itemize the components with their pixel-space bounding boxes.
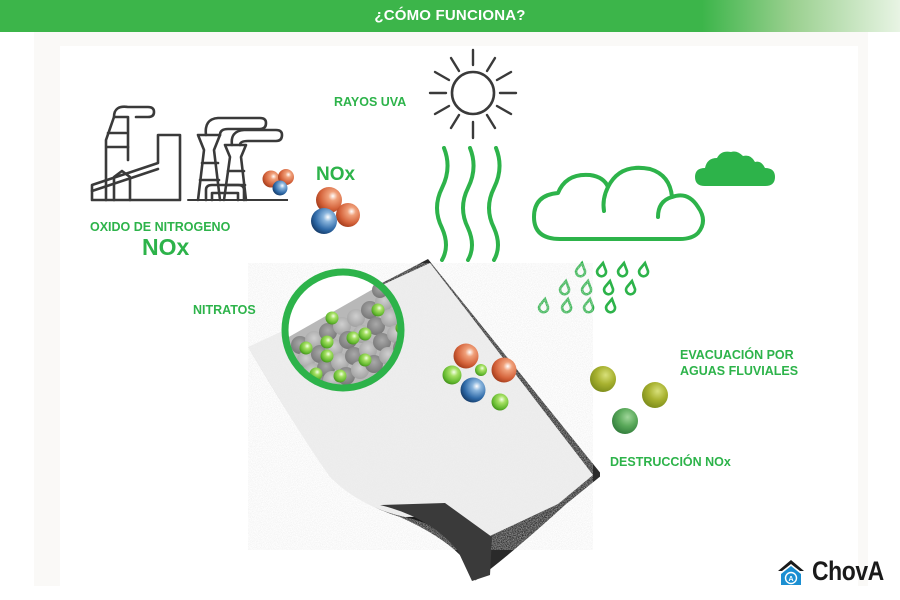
nitrogen-oxide-formula: NOx <box>142 234 190 260</box>
rain-cloud-icon <box>532 165 705 314</box>
nitrates-label: NITRATOS <box>193 303 256 317</box>
sun-icon <box>428 48 518 140</box>
nox-destruction-label: DESTRUCCIÓN NOx <box>610 455 731 469</box>
uv-rays-label: RAYOS UVA <box>334 95 407 109</box>
brand-name: ChovA <box>812 556 884 586</box>
raindrops <box>537 260 650 314</box>
svg-text:A: A <box>788 576 793 583</box>
reaction-molecules <box>442 343 517 411</box>
page-title: ¿CÓMO FUNCIONA? <box>374 7 526 24</box>
uv-waves-icon <box>435 146 502 262</box>
house-logo-icon: A <box>778 559 804 585</box>
nitrate-molecules <box>590 366 668 434</box>
factory-icon <box>90 105 288 202</box>
brand-logo: A ChovA <box>776 556 897 587</box>
nox-molecule-large <box>311 187 360 234</box>
cloud-icon <box>695 151 775 186</box>
nox-molecule-small <box>262 169 294 196</box>
nox-molecule-label: NOx <box>316 164 356 185</box>
rain-evacuation-label-line1: EVACUACIÓN POR <box>680 348 794 362</box>
nitrogen-oxide-label: OXIDO DE NITROGENO <box>90 220 231 234</box>
header-banner: ¿CÓMO FUNCIONA? <box>0 0 900 32</box>
rain-evacuation-label-line2: AGUAS FLUVIALES <box>680 364 799 378</box>
